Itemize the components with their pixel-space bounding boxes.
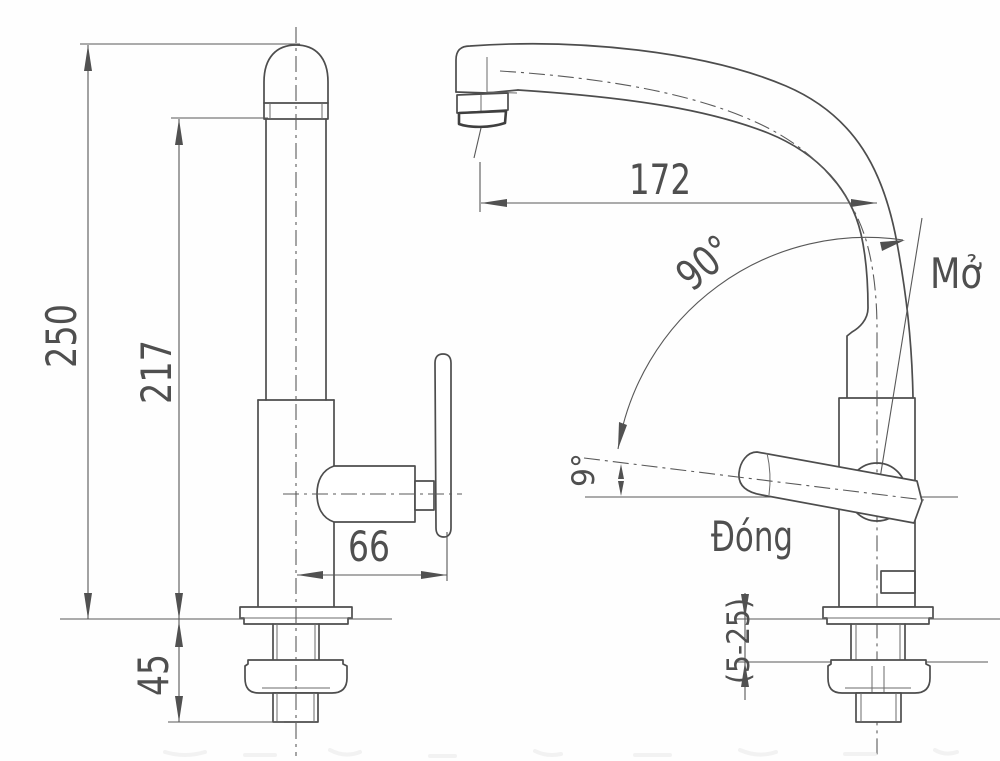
dim-text-counter-thickness: (5-25) xyxy=(721,598,757,684)
dim-text-swing-angle: 90° xyxy=(667,225,743,300)
valve-housing xyxy=(316,465,416,523)
spout-outer-curve xyxy=(455,42,914,399)
dim-text-closed-angle: 9° xyxy=(566,453,602,487)
dim-text-below-counter: 45 xyxy=(129,654,178,696)
arrow-9-up xyxy=(618,464,624,479)
dim-text-spout-height: 217 xyxy=(132,340,181,404)
arrow-5-25-bottom xyxy=(741,662,749,687)
spout-head-inner-line xyxy=(486,57,518,94)
aerator-tip xyxy=(457,109,508,129)
aerator-body xyxy=(456,92,509,114)
left-faucet-front-view xyxy=(60,27,462,756)
arrow-250-top xyxy=(84,45,92,71)
label-closed: Đóng xyxy=(711,512,793,561)
open-position-line xyxy=(876,217,923,498)
arrow-217-top xyxy=(175,119,183,145)
watermark-marks xyxy=(163,748,959,758)
arrow-217-bottom xyxy=(175,593,183,619)
arrow-250-bottom xyxy=(84,593,92,619)
arrow-66-right xyxy=(421,571,447,579)
arrow-172-right xyxy=(851,199,877,207)
arrow-arc-closed-end xyxy=(618,422,627,449)
label-open: Mở xyxy=(930,249,982,298)
ext-tick-172 xyxy=(473,127,482,159)
handle-cap-line xyxy=(766,452,771,496)
arrow-172-left xyxy=(481,199,507,207)
arrow-5-25-top xyxy=(741,594,749,619)
arrow-45-bottom xyxy=(175,696,183,722)
dim-text-handle-offset: 66 xyxy=(348,522,390,571)
faucet-dome-top xyxy=(263,44,329,104)
dim-text-total-height: 250 xyxy=(37,304,86,368)
threaded-tail-right xyxy=(855,692,902,723)
arrow-45-top xyxy=(175,621,183,647)
arrow-arc-open-end xyxy=(880,240,905,251)
right-faucet-side-view xyxy=(455,42,1000,756)
handle-blade xyxy=(434,353,452,538)
dim-text-spout-reach: 172 xyxy=(629,155,691,204)
arrow-66-left xyxy=(297,571,323,579)
body-detail-rect xyxy=(880,570,916,594)
handle-neck xyxy=(414,480,435,511)
swing-arc-90 xyxy=(617,236,904,450)
base-flange-right xyxy=(822,606,934,625)
mounting-nut-right xyxy=(827,659,931,694)
spout-centerline xyxy=(499,70,878,756)
arrow-9-down xyxy=(618,481,624,496)
